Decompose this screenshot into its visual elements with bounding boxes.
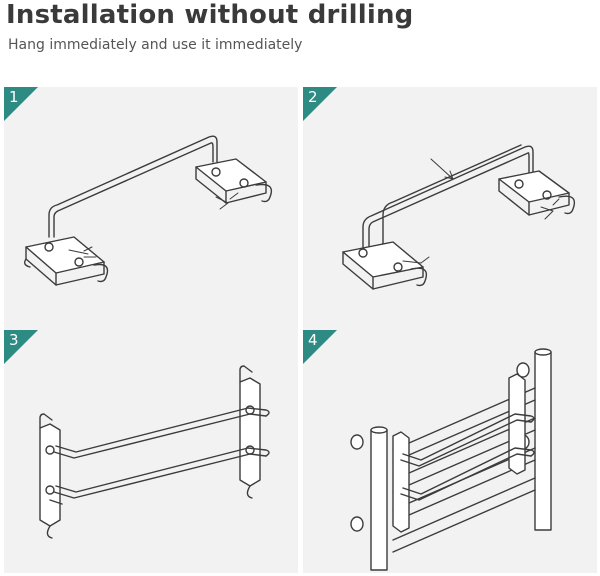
step-badge-2: 2 <box>303 87 337 121</box>
radiator-mounted-rack-icon <box>350 348 552 571</box>
step-number-3: 3 <box>9 331 19 349</box>
step-panel-1: 1 <box>4 87 298 330</box>
step-panel-3: 3 <box>4 330 298 573</box>
step-number-2: 2 <box>308 88 318 106</box>
step-badge-4: 4 <box>303 330 337 364</box>
step-number-4: 4 <box>308 331 318 349</box>
page-subtitle: Hang immediately and use it immediately <box>8 37 303 53</box>
rail-insertion-icon <box>342 144 576 290</box>
page-title: Installation without drilling <box>6 0 414 30</box>
step-number-1: 1 <box>9 88 19 106</box>
step-panel-2: 2 <box>303 87 597 330</box>
bracket-screw-assembly-icon <box>23 135 273 286</box>
step-badge-3: 3 <box>4 330 38 364</box>
step-badge-1: 1 <box>4 87 38 121</box>
door-hanging-towel-rack-icon <box>39 365 270 539</box>
step-panel-4: 4 <box>303 330 597 573</box>
